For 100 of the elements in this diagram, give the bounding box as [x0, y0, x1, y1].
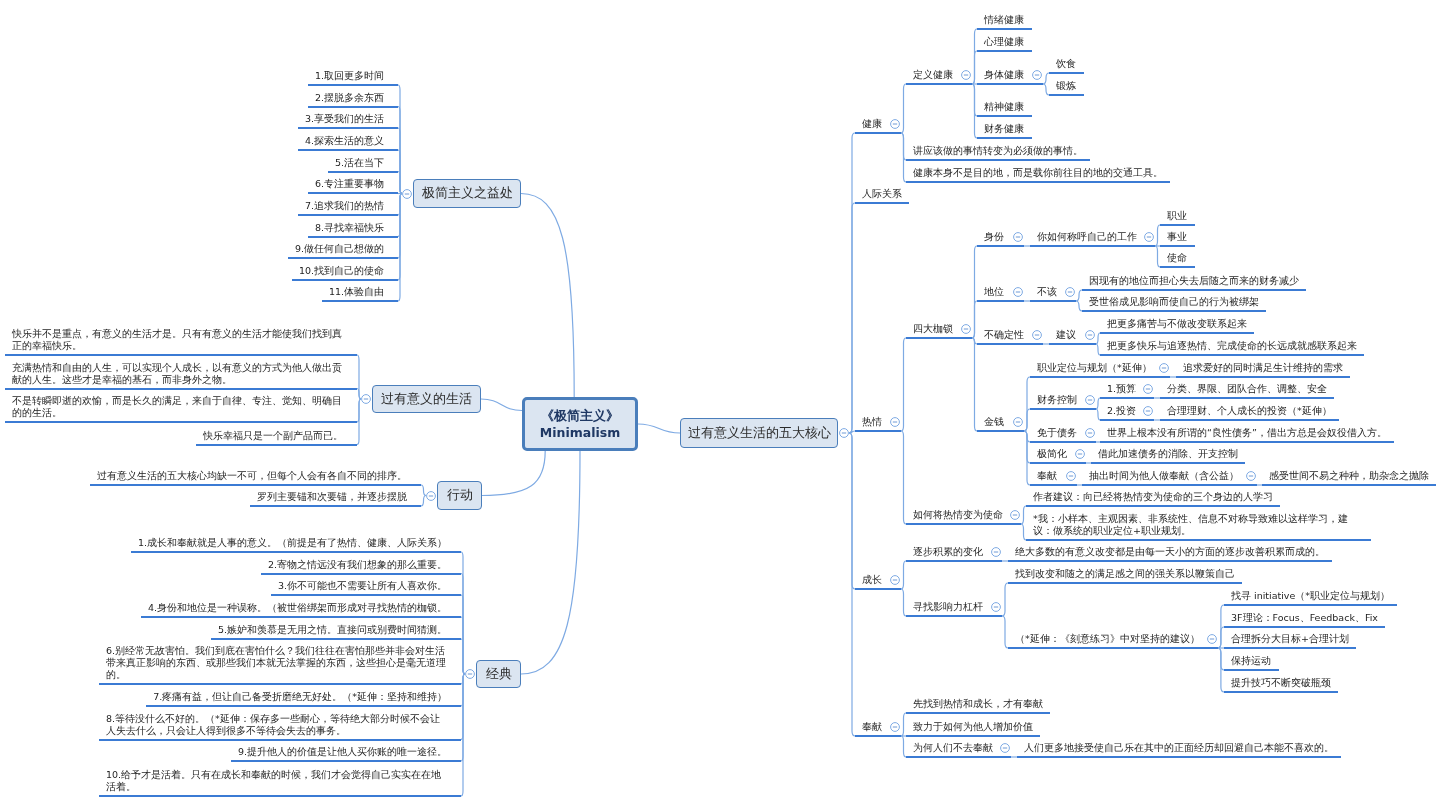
- underlined-topic: 10.找到自己的使命: [291, 263, 398, 281]
- main-topic-box: 过有意义生活的五大核心: [680, 418, 838, 448]
- underlined-topic: 世界上根本没有所谓的“良性债务”，借出方总是会奴役借入方。: [1100, 425, 1394, 443]
- underlined-topic: 事业: [1160, 229, 1195, 247]
- underlined-topic: 3F理论：Focus、Feedback、Fix: [1224, 610, 1385, 628]
- branch-line: [900, 712, 907, 737]
- underlined-topic: 追求爱好的同时满足生计维持的需求: [1176, 360, 1350, 378]
- branch-line: [900, 430, 907, 525]
- underlined-topic: 合理拆分大目标+合理计划: [1224, 631, 1356, 649]
- underlined-topic: 锻炼: [1049, 78, 1084, 96]
- topic-text: 1.预算: [1107, 383, 1137, 394]
- topic-text: 奉献: [862, 721, 882, 732]
- topic-text: 身体健康: [984, 69, 1024, 80]
- topic-subtitle: Minimalism: [539, 424, 621, 441]
- underlined-topic: [977, 327, 1043, 345]
- topic-text: 职业定位与规划（*延伸）: [1037, 362, 1152, 373]
- topic-text: 奉献: [1037, 470, 1057, 481]
- branch-line: [1042, 343, 1050, 345]
- central-topic-box: [522, 397, 638, 451]
- branch-line: [971, 83, 978, 139]
- underlined-topic: 10.给予才是活着。只有在成长和奉献的时候，我们才会觉得自己实实在在地活着。: [99, 767, 461, 797]
- branch-line: [1256, 484, 1263, 486]
- underlined-topic: 感受世间不易之种种，助杂念之抛除: [1262, 468, 1436, 486]
- underlined-topic: 4.身份和地位是一种误称。（被世俗绑架而形成对寻找热情的枷锁。: [140, 600, 461, 618]
- underlined-topic: 作者建议：向已经将热情变为使命的三个身边的人学习: [1026, 489, 1280, 507]
- branch-line: [460, 638, 466, 675]
- topic-text: 不确定性: [984, 329, 1024, 340]
- branch-line: [848, 430, 856, 434]
- branch-line: [397, 192, 403, 302]
- branch-line: [900, 83, 907, 134]
- underlined-topic: 健康本身不是目的地，而是载你前往目的地的交通工具。: [906, 165, 1170, 183]
- branch-line: [1095, 332, 1101, 345]
- branch-line: [1095, 408, 1101, 421]
- branch-line: [1153, 419, 1161, 421]
- underlined-topic: [906, 740, 1011, 758]
- main-topic-box: 极简主义之益处: [413, 179, 521, 208]
- underlined-topic: 5.活在当下: [327, 154, 398, 173]
- branch-line: [900, 588, 907, 617]
- branch-line: [356, 398, 362, 446]
- branch-line: [900, 735, 907, 737]
- branch-line: [1001, 560, 1009, 562]
- topic-text: 金钱: [984, 416, 1004, 427]
- branch-line: [1010, 756, 1018, 758]
- underlined-topic: 2.寄物之情远没有我们想象的那么重要。: [260, 556, 461, 575]
- branch-line: [1095, 441, 1101, 443]
- topic-text: 身份: [984, 231, 1004, 242]
- underlined-topic: 3.你不可能也不需要让所有人喜欢你。: [270, 578, 461, 596]
- underlined-topic: 过有意义生活的五大核心均缺一不可，但每个人会有各自不同的排序。: [90, 468, 421, 486]
- underlined-topic: 4.探索生活的意义: [297, 133, 398, 151]
- branch-line: [1154, 224, 1161, 247]
- underlined-topic: [977, 67, 1043, 85]
- branch-line: [397, 192, 403, 195]
- branch-line: [481, 450, 546, 497]
- main-topic-box: 过有意义的生活: [372, 385, 481, 413]
- branch-line: [1042, 72, 1050, 85]
- underlined-topic: [1030, 229, 1155, 247]
- underlined-topic: [855, 719, 901, 737]
- topic-text: 热情: [862, 416, 882, 427]
- topic-text: 定义健康: [913, 69, 953, 80]
- underlined-topic: 保持运动: [1224, 653, 1279, 671]
- branch-line: [397, 170, 403, 195]
- branch-line: [1075, 289, 1083, 302]
- underlined-topic: [1030, 446, 1086, 464]
- underlined-topic: 致力于如何为他人增加价值: [906, 719, 1040, 737]
- topic-text: 2.投资: [1107, 405, 1137, 416]
- underlined-topic: 绝大多数的有意义改变都是由每一天小的方面的逐步改善积累而成的。: [1008, 544, 1332, 562]
- underlined-topic: 先找到热情和成长，才有奉献: [906, 696, 1050, 714]
- underlined-topic: 讲应该做的事情转变为必须做的事情。: [906, 143, 1090, 161]
- topic-text: 健康: [862, 118, 882, 129]
- underlined-topic: [906, 507, 1021, 525]
- branch-line: [900, 132, 907, 183]
- topic-text: 抽出时间为他人做奉献（含公益）: [1089, 470, 1239, 481]
- branch-line: [971, 300, 978, 339]
- topic-text: 极简化: [1037, 448, 1067, 459]
- underlined-topic: [1049, 327, 1096, 345]
- branch-line: [520, 192, 575, 398]
- branch-line: [356, 387, 362, 400]
- topic-text: 逐步积累的变化: [913, 546, 983, 557]
- underlined-topic: 5.嫉妒和羡慕是无用之情。直接问或别费时间猜测。: [210, 622, 461, 640]
- underlined-topic: 罗列主要锚和次要锚，并逐步摆脱: [250, 489, 421, 507]
- branch-line: [1153, 397, 1161, 399]
- topic-text: 你如何称呼自己的工作: [1037, 231, 1137, 242]
- branch-line: [900, 735, 907, 758]
- underlined-topic: [1030, 284, 1076, 302]
- underlined-topic: [1030, 360, 1170, 378]
- branch-line: [971, 50, 978, 85]
- underlined-topic: [1008, 631, 1218, 649]
- underlined-topic: 分类、界限、团队合作、调整、安全: [1160, 381, 1334, 399]
- underlined-topic: 充满热情和自由的人生，可以实现个人成长，以有意义的方式为他人做出贡献的人生。这些才是幸福的基石，而非身外之物。: [5, 359, 357, 390]
- underlined-topic: [855, 414, 901, 432]
- branch-line: [1020, 523, 1027, 541]
- underlined-topic: *我：小样本、主观因素、非系统性、信息不对称导致难以这样学习，建议：做系统的职业定位+职业规划。: [1026, 511, 1371, 541]
- underlined-topic: [1082, 468, 1257, 486]
- underlined-topic: 找寻 initiative（*职业定位与规划）: [1224, 588, 1398, 606]
- main-topic-box: 经典: [476, 660, 521, 688]
- underlined-topic: 11.体验自由: [321, 284, 398, 302]
- underlined-topic: 心理健康: [977, 34, 1032, 52]
- branch-line: [637, 423, 681, 434]
- branch-line: [420, 494, 427, 507]
- branch-line: [1023, 408, 1031, 432]
